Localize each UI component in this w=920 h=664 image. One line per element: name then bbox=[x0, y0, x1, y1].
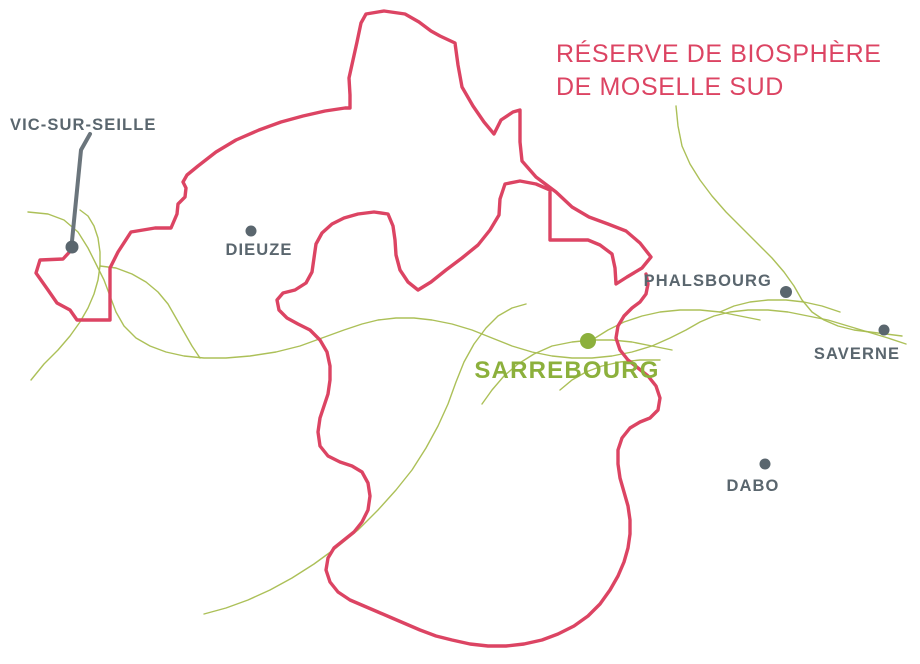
road-path bbox=[559, 359, 661, 391]
city-dot-sarrebourg[interactable] bbox=[580, 333, 596, 349]
road-network-layer bbox=[27, 105, 907, 615]
leader-lines-layer bbox=[70, 132, 92, 243]
map-title: RÉSERVE DE BIOSPHÈRE DE MOSELLE SUD bbox=[556, 39, 882, 101]
road-path bbox=[591, 309, 761, 341]
leader-line-vic-sur-seille bbox=[70, 132, 92, 243]
road-path bbox=[203, 303, 527, 615]
city-label-vic-sur-seille[interactable]: VIC-SUR-SEILLE bbox=[10, 116, 157, 134]
city-label-dieuze[interactable]: DIEUZE bbox=[225, 241, 292, 259]
city-label-saverne[interactable]: SAVERNE bbox=[814, 345, 900, 363]
road-path bbox=[675, 105, 903, 337]
city-labels-layer: VIC-SUR-SEILLE DIEUZE PHALSBOURG SARREBOURG… bbox=[10, 116, 900, 495]
city-label-sarrebourg[interactable]: SARREBOURG bbox=[474, 357, 659, 384]
reserve-boundary-outline bbox=[34, 9, 662, 648]
road-path bbox=[99, 265, 201, 359]
city-dot-dabo[interactable] bbox=[759, 458, 771, 470]
city-dot-vic-sur-seille[interactable] bbox=[65, 240, 79, 254]
city-dot-saverne[interactable] bbox=[878, 324, 890, 336]
map-title-line-1: RÉSERVE DE BIOSPHÈRE bbox=[556, 39, 882, 68]
road-path bbox=[481, 339, 673, 405]
map-title-line-2: DE MOSELLE SUD bbox=[556, 73, 784, 101]
city-dot-dieuze[interactable] bbox=[245, 225, 257, 237]
reserve-boundary-layer bbox=[34, 9, 662, 648]
city-label-phalsbourg[interactable]: PHALSBOURG bbox=[644, 272, 772, 290]
city-dots-layer bbox=[65, 225, 890, 470]
city-dot-phalsbourg[interactable] bbox=[780, 286, 792, 298]
road-path bbox=[27, 211, 907, 359]
city-label-dabo[interactable]: DABO bbox=[727, 477, 780, 495]
road-path bbox=[30, 209, 101, 381]
road-path bbox=[719, 299, 841, 313]
